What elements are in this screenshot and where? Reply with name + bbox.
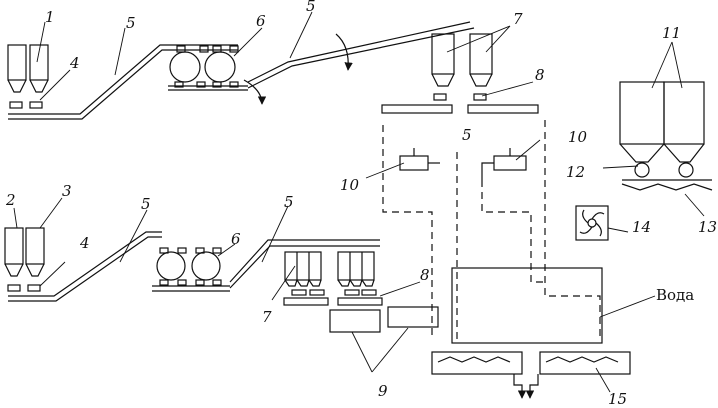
mixer-tank — [451, 267, 603, 344]
label-13: 13 — [698, 218, 717, 236]
label-5-middle: 5 — [462, 126, 472, 144]
label-5-top-left: 5 — [126, 14, 136, 32]
label-5-top-right: 5 — [306, 0, 316, 15]
leader-lines — [13, 11, 705, 393]
conveyor-5-top-right — [247, 21, 475, 89]
label-7-top: 7 — [513, 10, 523, 28]
label-11: 11 — [662, 24, 681, 42]
dispenser-10-left — [399, 148, 440, 171]
label-9: 9 — [378, 382, 388, 400]
dispenser-10-right — [481, 148, 527, 180]
label-14: 14 — [632, 218, 651, 236]
label-15: 15 — [608, 390, 627, 408]
labels: 1 4 5 6 5 7 8 5 10 10 2 3 4 5 6 5 7 8 9 … — [5, 0, 717, 408]
mill-6-bottom — [152, 247, 230, 292]
label-6-top: 6 — [256, 12, 266, 30]
label-1: 1 — [45, 8, 55, 26]
silos-7-bottom — [284, 251, 377, 296]
label-6-bottom: 6 — [231, 230, 241, 248]
label-10-right: 10 — [568, 128, 588, 146]
label-10-left: 10 — [340, 176, 360, 194]
storage-bins-2-3 — [4, 227, 45, 292]
screw-conveyors-15 — [431, 351, 631, 375]
label-8-bottom: 8 — [420, 266, 430, 284]
conveyor-5-bottom-right — [229, 239, 380, 289]
conveyor-13 — [621, 179, 713, 191]
label-4-top: 4 — [69, 54, 80, 72]
label-8-top: 8 — [535, 66, 545, 84]
output-arrows — [513, 374, 539, 399]
dosing-belts-8-bottom — [283, 297, 383, 306]
label-3: 3 — [62, 182, 72, 200]
label-12: 12 — [566, 163, 585, 181]
label-water: Вода — [656, 286, 694, 304]
dosing-belts-8-top — [381, 104, 539, 114]
silos-11 — [619, 81, 705, 178]
dashed-flow-lines — [382, 120, 601, 340]
conveyor-5-bottom-left — [8, 231, 162, 302]
storage-bins-1 — [7, 44, 49, 109]
silos-7-top — [431, 33, 493, 101]
label-5-bottom-right: 5 — [284, 193, 294, 211]
direction-arrows — [243, 33, 353, 105]
label-7-bottom: 7 — [262, 308, 272, 326]
label-2: 2 — [5, 191, 16, 209]
mill-6-top — [168, 45, 248, 91]
label-4-bottom: 4 — [79, 234, 90, 252]
fan-14 — [575, 205, 609, 241]
dispensers-9 — [329, 306, 439, 333]
label-5-bottom-left: 5 — [141, 195, 151, 213]
